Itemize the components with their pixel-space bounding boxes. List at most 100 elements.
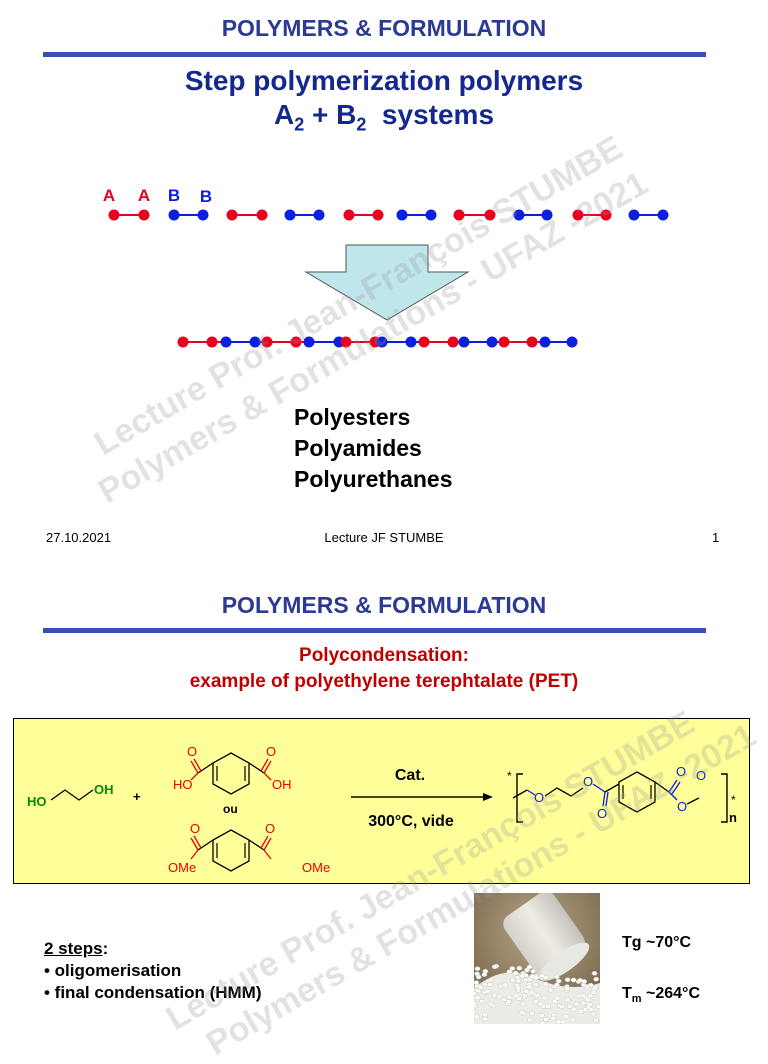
pellet	[515, 985, 522, 991]
reaction-box: HO OH + O HO O OH ou	[13, 718, 750, 884]
slide2-title-line1: Polycondensation:	[299, 645, 469, 666]
reaction-scheme: HO OH + O HO O OH ou	[27, 744, 737, 875]
pellet	[532, 999, 539, 1004]
monomer-end	[572, 209, 584, 221]
pellet	[512, 970, 519, 976]
svg-text:OMe: OMe	[302, 860, 330, 875]
monomer-end	[513, 209, 525, 221]
pellet	[581, 979, 588, 984]
dimethyl-terephthalate: O OMe O OMe	[168, 821, 330, 875]
pellet	[515, 978, 522, 984]
footer-lecture: Lecture JF STUMBE	[324, 530, 444, 545]
melting-temperature: Tm ~264°C	[622, 985, 700, 1006]
polymer-unit	[220, 336, 232, 348]
pellet	[491, 992, 498, 998]
step-item: • oligomerisation	[44, 961, 182, 980]
step-item: • final condensation (HMM)	[44, 983, 262, 1002]
slide1-header: POLYMERS & FORMULATION	[221, 15, 547, 41]
pellet	[591, 971, 598, 976]
pellet	[564, 977, 571, 983]
svg-text:O: O	[187, 744, 197, 759]
pellet	[484, 989, 491, 994]
steps-title: 2 steps:	[44, 939, 109, 958]
pellet	[510, 977, 516, 983]
pellet	[488, 1001, 494, 1007]
pellet	[491, 964, 498, 970]
slide1-title: Step polymerization polymers A2 + B2 sys…	[0, 64, 768, 142]
ou-label: ou	[223, 802, 238, 816]
pellet	[533, 975, 539, 981]
svg-text:O: O	[696, 768, 706, 783]
pellet	[528, 989, 535, 995]
pellet	[593, 976, 600, 982]
pellet	[550, 1015, 556, 1021]
monomer-end	[108, 209, 120, 221]
pellet	[516, 965, 523, 971]
pet-pellets-photo	[474, 893, 600, 1024]
pellet	[526, 984, 533, 990]
pellet	[590, 990, 597, 995]
pellet	[539, 973, 545, 979]
terephthalic-acid: O HO O OH	[173, 744, 292, 795]
polymer-unit	[539, 336, 551, 348]
monomer-end	[197, 209, 209, 221]
monomer-end	[138, 209, 150, 221]
pellet	[520, 1001, 527, 1006]
pellet	[513, 993, 520, 999]
monomer-diagram: A A B B	[103, 186, 669, 348]
monomer-end	[396, 209, 408, 221]
monomer-end	[256, 209, 268, 221]
monomer-row	[108, 209, 669, 221]
pellet	[553, 974, 560, 980]
pellet	[560, 1019, 567, 1024]
pellet	[474, 980, 480, 985]
ho-label: HO	[27, 794, 47, 809]
pellet	[518, 1010, 525, 1015]
pellet	[482, 1012, 488, 1018]
monomer-end	[541, 209, 553, 221]
label-a2: A	[138, 186, 150, 205]
pellet	[547, 987, 554, 993]
polymer-class: Polyurethanes	[294, 466, 453, 492]
glycol-bonds	[50, 789, 94, 801]
svg-text:HO: HO	[173, 777, 193, 792]
pellet	[506, 994, 513, 1000]
conditions-label: 300°C, vide	[368, 813, 454, 830]
polymer-unit	[458, 336, 470, 348]
polymer-class-list: Polyesters Polyamides Polyurethanes	[294, 402, 453, 495]
polymer-unit	[303, 336, 315, 348]
pellet	[474, 990, 477, 996]
footer-date: 27.10.2021	[46, 530, 112, 545]
footer-page: 1	[712, 530, 720, 545]
steps-block: 2 steps: • oligomerisation • final conde…	[44, 938, 262, 1004]
label-a1: A	[103, 186, 115, 205]
pellet	[570, 1017, 577, 1023]
svg-text:*: *	[731, 793, 736, 807]
polymer-unit	[249, 336, 261, 348]
pellet	[564, 997, 571, 1003]
plus-sign: +	[133, 789, 141, 804]
pellet	[562, 1014, 569, 1019]
pellet	[541, 995, 548, 1001]
pellet	[554, 996, 561, 1001]
pellet	[519, 973, 526, 979]
pellet	[509, 966, 516, 971]
catalyst-label: Cat.	[395, 767, 425, 784]
polymer-unit	[498, 336, 510, 348]
oh-label: OH	[94, 782, 114, 797]
polymer-unit	[418, 336, 430, 348]
svg-text:O: O	[597, 806, 607, 821]
pellet	[530, 969, 536, 974]
pellet	[580, 993, 586, 998]
pellet	[474, 1014, 480, 1020]
down-arrow	[304, 244, 470, 321]
monomer-end	[484, 209, 496, 221]
svg-text:O: O	[266, 744, 276, 759]
pellet	[573, 1001, 580, 1007]
label-b1: B	[168, 186, 180, 205]
pellet	[523, 989, 530, 994]
polymer-unit	[376, 336, 388, 348]
pellet	[593, 1017, 599, 1023]
slide1-title-line2: A2 + B2 systems	[273, 99, 495, 135]
pellet	[570, 1006, 577, 1012]
